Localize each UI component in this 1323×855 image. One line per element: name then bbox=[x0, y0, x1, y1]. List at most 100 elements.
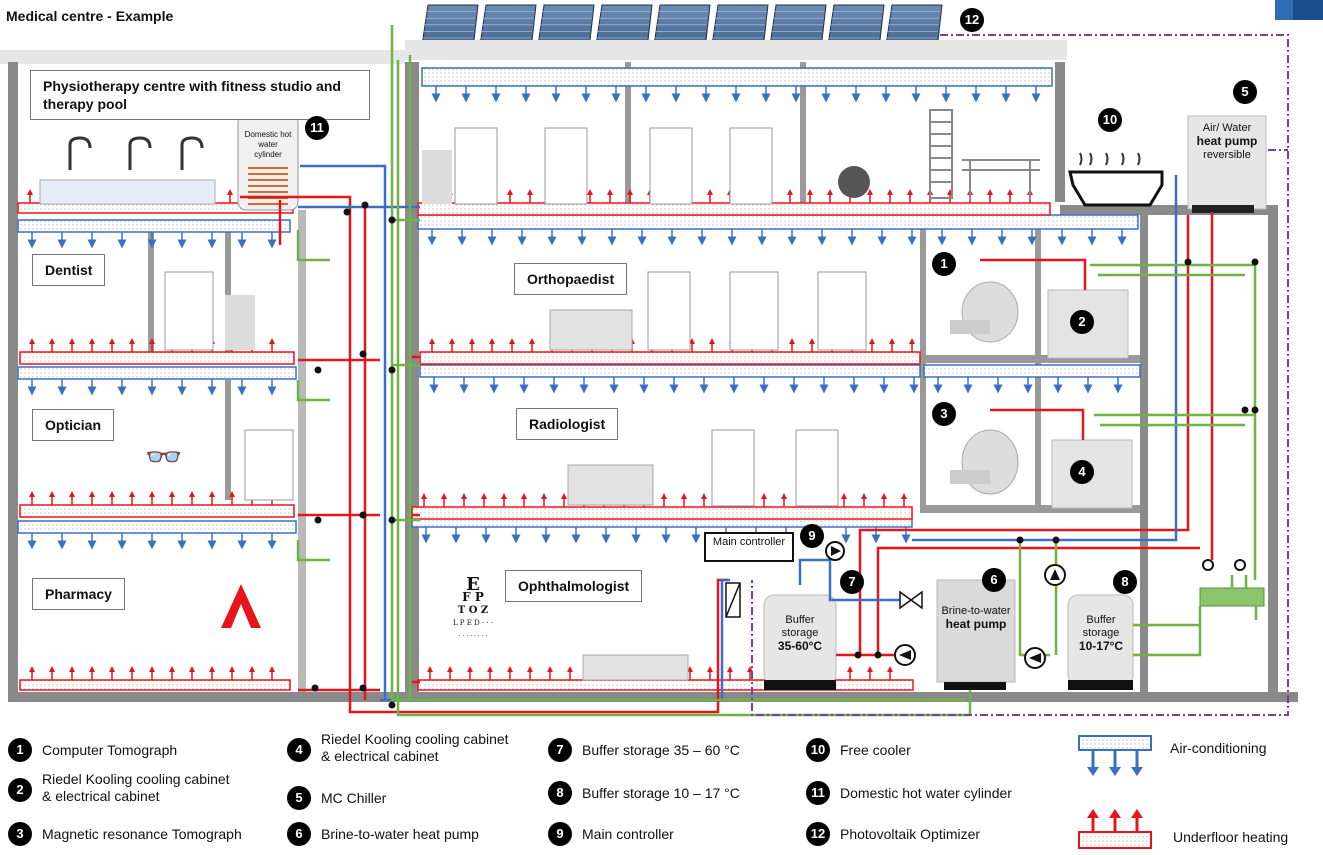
heating-arrow bbox=[547, 666, 553, 672]
room-label-radiologist: Radiologist bbox=[516, 408, 619, 440]
marker-12: 12 bbox=[960, 8, 984, 32]
heating-arrow bbox=[69, 338, 75, 344]
heating-arrow bbox=[189, 491, 195, 497]
heating-arrow bbox=[69, 666, 75, 672]
title: Medical centre - Example bbox=[6, 8, 174, 24]
room-label-ophthalmologist: Ophthalmologist bbox=[505, 570, 643, 602]
pipe-junction bbox=[314, 366, 322, 374]
heating-arrow bbox=[269, 338, 275, 344]
legend-marker-11: 11 bbox=[806, 781, 830, 805]
heating-arrow bbox=[1007, 189, 1013, 195]
heating-arrow bbox=[229, 491, 235, 497]
heating-arrow bbox=[987, 189, 993, 195]
pipe-junction bbox=[1184, 258, 1192, 266]
legend-label-3: Magnetic resonance Tomograph bbox=[42, 826, 242, 842]
heating-arrow bbox=[707, 189, 713, 195]
heating-arrow bbox=[527, 666, 533, 672]
legend-underfloor-heating-symbol bbox=[1078, 808, 1153, 855]
heating-arrow bbox=[509, 338, 515, 344]
heating-arrow bbox=[867, 189, 873, 195]
marker-4: 4 bbox=[1070, 460, 1094, 484]
pipe-junction bbox=[1241, 406, 1249, 414]
air-conditioning-panel bbox=[17, 219, 291, 233]
legend-label-5: MC Chiller bbox=[321, 790, 387, 806]
heating-arrow bbox=[249, 666, 255, 672]
heating-arrow bbox=[507, 666, 513, 672]
pipe-junction bbox=[854, 651, 862, 659]
heating-arrow bbox=[501, 493, 507, 499]
legend-label-11: Domestic hot water cylinder bbox=[840, 785, 1012, 801]
pipe-junction bbox=[311, 684, 319, 692]
marker-9: 9 bbox=[800, 524, 824, 548]
room-label-optician: Optician bbox=[32, 409, 115, 441]
heating-arrow bbox=[889, 338, 895, 344]
legend-marker-6: 6 bbox=[287, 822, 311, 846]
heating-arrow bbox=[901, 493, 907, 499]
legend-marker-7: 7 bbox=[548, 738, 572, 762]
heating-arrow bbox=[627, 189, 633, 195]
heating-arrow bbox=[421, 493, 427, 499]
underfloor-heating-panel bbox=[19, 351, 295, 365]
heating-arrow bbox=[841, 493, 847, 499]
air-conditioning-panel bbox=[421, 67, 1053, 87]
heating-arrow bbox=[521, 493, 527, 499]
heating-arrow bbox=[189, 666, 195, 672]
pipe-junction bbox=[359, 350, 367, 358]
marker-3: 3 bbox=[932, 402, 956, 426]
heating-arrow bbox=[449, 338, 455, 344]
heating-arrow bbox=[129, 491, 135, 497]
air-conditioning-panel bbox=[17, 366, 297, 380]
underfloor-heating-panel bbox=[411, 506, 913, 520]
pipe-junction bbox=[361, 201, 369, 209]
heating-arrow bbox=[747, 666, 753, 672]
pipe-junction bbox=[1251, 258, 1259, 266]
heating-arrow bbox=[469, 338, 475, 344]
legend-label-2: Riedel Kooling cooling cabinet & electri… bbox=[42, 771, 230, 804]
legend-label-6: Brine-to-water heat pump bbox=[321, 826, 479, 842]
legend-marker-4: 4 bbox=[287, 738, 311, 762]
heating-arrow bbox=[787, 189, 793, 195]
heating-arrow bbox=[29, 338, 35, 344]
room-label-orthopaedist: Orthopaedist bbox=[514, 263, 628, 295]
heating-arrow bbox=[441, 493, 447, 499]
marker-2: 2 bbox=[1070, 310, 1094, 334]
heating-arrow bbox=[489, 338, 495, 344]
main-controller: Main controller bbox=[704, 532, 794, 562]
heating-arrow bbox=[567, 666, 573, 672]
heating-arrow bbox=[869, 338, 875, 344]
heating-arrow bbox=[707, 666, 713, 672]
heating-arrow bbox=[887, 666, 893, 672]
pipe-junction bbox=[388, 701, 396, 709]
pharmacy-sign-icon bbox=[218, 582, 264, 630]
pipe-junction bbox=[314, 516, 322, 524]
legend-label-12: Photovoltaik Optimizer bbox=[840, 826, 981, 842]
heating-arrow bbox=[27, 189, 33, 195]
heating-arrow bbox=[847, 666, 853, 672]
building-diagram bbox=[0, 4, 1298, 717]
heating-arrow bbox=[49, 491, 55, 497]
legend-label-7: Buffer storage 35 – 60 °C bbox=[582, 742, 740, 758]
heating-arrow bbox=[269, 666, 275, 672]
heating-arrow bbox=[149, 666, 155, 672]
heating-arrow bbox=[227, 189, 233, 195]
glasses-icon: 👓 bbox=[145, 441, 183, 474]
air-conditioning-panel bbox=[17, 520, 297, 534]
room-label-physio: Physiotherapy centre with fitness studio… bbox=[30, 70, 370, 120]
underfloor-heating-panel bbox=[19, 679, 291, 691]
marker-5: 5 bbox=[1233, 80, 1257, 104]
heating-arrow bbox=[467, 666, 473, 672]
heating-arrow bbox=[529, 338, 535, 344]
marker-8: 8 bbox=[1113, 570, 1137, 594]
legend-marker-9: 9 bbox=[548, 822, 572, 846]
heating-arrow bbox=[229, 666, 235, 672]
legend-marker-10: 10 bbox=[806, 738, 830, 762]
room-label-dentist: Dentist bbox=[32, 254, 106, 286]
pipe-junction bbox=[359, 684, 367, 692]
marker-11: 11 bbox=[305, 116, 329, 140]
legend-marker-5: 5 bbox=[287, 786, 311, 810]
heating-arrow bbox=[29, 666, 35, 672]
heating-arrow bbox=[907, 189, 913, 195]
heating-arrow bbox=[527, 189, 533, 195]
